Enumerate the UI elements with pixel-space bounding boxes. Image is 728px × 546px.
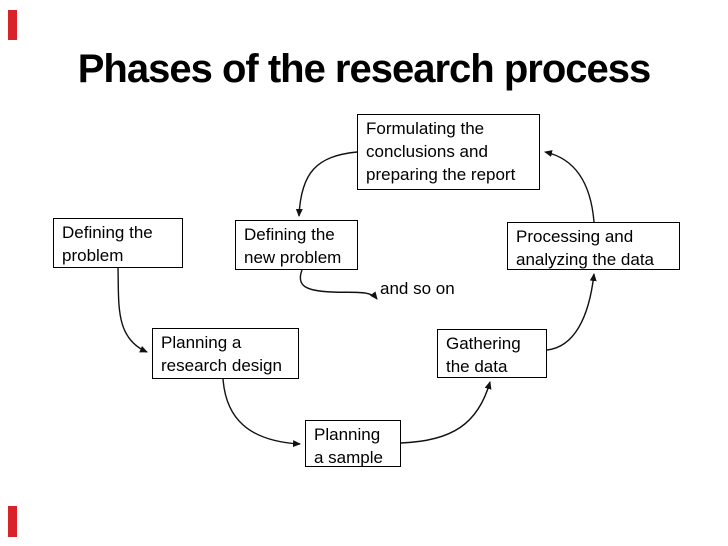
diagram-node-gathering-data: Gathering the data xyxy=(437,329,547,378)
diagram-node-formulating-conclusions: Formulating the conclusions and preparin… xyxy=(357,114,540,190)
arrow-new-problem-to-and-so-on xyxy=(299,269,378,300)
arrow-gathering-to-processing xyxy=(546,273,597,351)
left-accent-bar-top xyxy=(8,10,17,40)
and-so-on-label: and so on xyxy=(380,279,455,298)
diagram-node-planning-research-design: Planning a research design xyxy=(152,328,299,379)
slide-title: Phases of the research process xyxy=(77,47,652,91)
diagram-node-planning-sample: Planning a sample xyxy=(305,420,401,467)
arrow-problem-to-design xyxy=(117,267,148,353)
left-accent-bar-bottom xyxy=(8,506,17,537)
diagram-node-defining-problem: Defining the problem xyxy=(53,218,183,268)
arrow-sample-to-gathering xyxy=(400,381,492,444)
diagram-node-processing-analyzing: Processing and analyzing the data xyxy=(507,222,680,270)
arrow-design-to-sample xyxy=(222,378,301,448)
arrow-formulating-to-new-problem xyxy=(295,151,358,217)
arrow-processing-to-formulating xyxy=(544,150,595,223)
diagram-node-defining-new-problem: Defining the new problem xyxy=(235,220,358,270)
